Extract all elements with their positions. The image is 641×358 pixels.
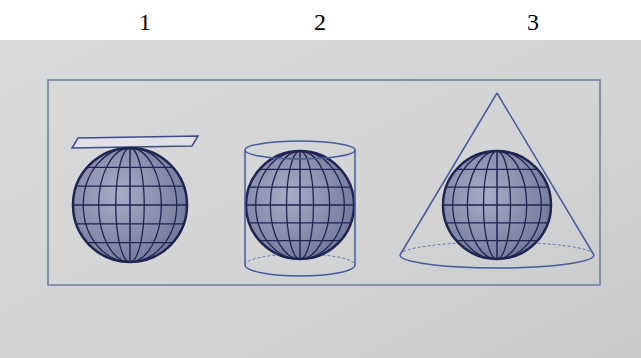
globe-body — [246, 151, 354, 259]
parallel — [87, 242, 173, 243]
globe — [246, 151, 354, 259]
figure-number: 3 — [527, 10, 539, 34]
parallel — [76, 223, 184, 224]
cone-side — [400, 93, 497, 255]
globe-body — [73, 148, 187, 262]
parallel — [76, 186, 184, 187]
parallel — [446, 222, 548, 223]
parallel — [456, 169, 537, 170]
parallel — [87, 167, 173, 168]
parallel — [259, 240, 340, 241]
parallel — [446, 187, 548, 188]
globe — [443, 151, 551, 259]
screen-background — [0, 40, 641, 358]
parallel — [249, 187, 351, 188]
parallel — [259, 169, 340, 170]
parallel — [73, 204, 187, 205]
parallel — [456, 240, 537, 241]
projection-plane — [72, 136, 198, 148]
figure-number: 2 — [314, 10, 326, 34]
figure-number: 1 — [139, 10, 151, 34]
globe — [73, 148, 187, 262]
cylinder-side — [354, 150, 356, 265]
parallel — [249, 222, 351, 223]
cone-base — [400, 255, 594, 268]
parallel — [246, 204, 354, 205]
cylinder-bottom — [245, 265, 355, 276]
cylinder-top — [245, 141, 355, 159]
parallel — [443, 204, 551, 205]
frame — [48, 80, 600, 285]
cylinder-side — [244, 150, 246, 265]
globe-body — [443, 151, 551, 259]
cone-side — [497, 93, 594, 255]
